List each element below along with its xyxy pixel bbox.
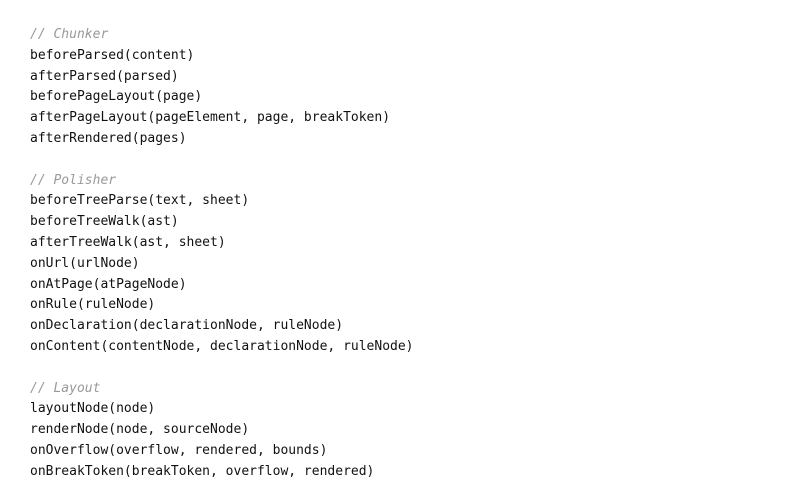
- code-line: beforeTreeWalk(ast): [30, 214, 179, 230]
- code-line: onUrl(urlNode): [30, 255, 140, 271]
- code-line: beforePageLayout(page): [30, 89, 203, 105]
- section-comment: // Layout: [30, 380, 101, 396]
- code-line: afterPageLayout(pageElement, page, break…: [30, 110, 391, 126]
- code-line: layoutNode(node): [30, 401, 156, 417]
- code-line: beforeTreeParse(text, sheet): [30, 193, 250, 209]
- code-line: onDeclaration(declarationNode, ruleNode): [30, 318, 344, 334]
- code-line: onBreakToken(breakToken, overflow, rende…: [30, 463, 375, 479]
- code-line: afterParsed(parsed): [30, 68, 179, 84]
- code-line: onContent(contentNode, declarationNode, …: [30, 338, 414, 354]
- code-line: onRule(ruleNode): [30, 297, 156, 313]
- code-block: // Chunker beforeParsed(content) afterPars…: [30, 25, 414, 483]
- code-line: beforeParsed(content): [30, 47, 195, 63]
- section-comment: // Polisher: [30, 172, 117, 188]
- code-line: onAtPage(atPageNode): [30, 276, 187, 292]
- blank-line: [30, 358, 414, 379]
- blank-line: [30, 150, 414, 171]
- code-line: renderNode(node, sourceNode): [30, 422, 250, 438]
- code-line: onOverflow(overflow, rendered, bounds): [30, 442, 328, 458]
- code-line: afterTreeWalk(ast, sheet): [30, 234, 226, 250]
- code-line: afterRendered(pages): [30, 130, 187, 146]
- section-comment: // Chunker: [30, 27, 109, 42]
